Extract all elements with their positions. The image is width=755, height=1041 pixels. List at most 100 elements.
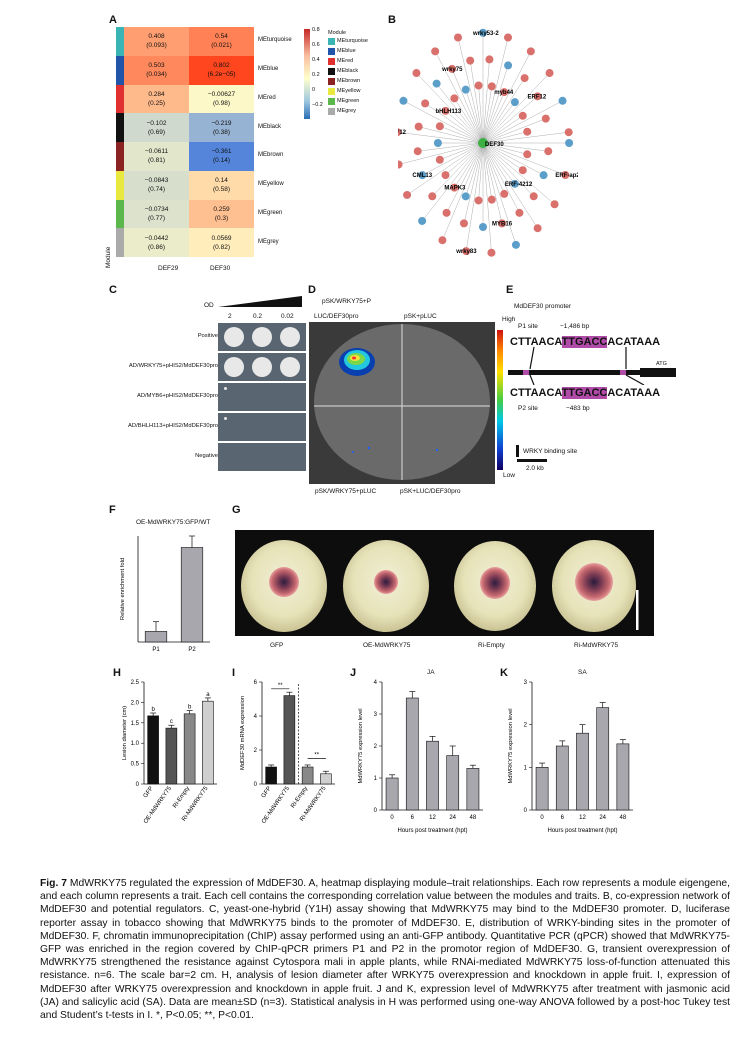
heatmap-cell: 0.0569(0.82) xyxy=(189,228,254,257)
module-color-swatch xyxy=(116,170,124,200)
bar xyxy=(555,745,569,811)
heatmap-cell-pvalue: (0.25) xyxy=(148,99,165,107)
legend-label: MEblack xyxy=(337,68,359,74)
luminescence-scale xyxy=(497,330,503,470)
network-node xyxy=(432,79,441,88)
y-tick-label: 0 xyxy=(254,782,258,788)
x-tick-label: 48 xyxy=(620,815,627,821)
panel-letter-i: I xyxy=(232,667,236,679)
od-value-2: 0.2 xyxy=(253,313,263,320)
y-tick-label: 3 xyxy=(374,712,378,718)
y1h-plate xyxy=(218,323,306,351)
network-node xyxy=(454,33,463,42)
network-node xyxy=(526,47,535,56)
y-tick-label: 0 xyxy=(136,782,140,788)
legend-title: Module xyxy=(328,30,347,36)
yeast-colony xyxy=(252,357,272,377)
network-node xyxy=(414,122,423,131)
panel-letter-k: K xyxy=(500,667,508,679)
network-node xyxy=(545,69,554,78)
heatmap-cell: −0.219(0.38) xyxy=(189,113,254,142)
legend-label: MEgrey xyxy=(337,108,356,114)
bar xyxy=(576,732,589,811)
heatmap-cell: −0.0843(0.74) xyxy=(124,170,189,200)
network-node xyxy=(413,147,422,156)
g-label-ri-empty: Ri-Empty xyxy=(478,642,505,649)
network-node xyxy=(487,195,496,204)
color-scale-tick: 0.4 xyxy=(312,57,320,63)
network-node xyxy=(558,96,567,105)
apple-photo xyxy=(235,530,654,636)
heatmap-cell-value: 0.0569 xyxy=(211,234,232,242)
network-node xyxy=(412,69,421,78)
network-node xyxy=(485,55,494,64)
network-node xyxy=(398,128,402,137)
bar xyxy=(301,766,314,785)
network-node xyxy=(487,248,496,257)
heatmap-cell: 0.14(0.58) xyxy=(189,170,254,200)
legend-label: MEgreen xyxy=(337,98,360,104)
bar xyxy=(596,707,610,811)
y-tick-label: 1 xyxy=(524,765,528,771)
heatmap-cell-pvalue: (0.86) xyxy=(148,243,165,251)
x-tick-label: Ri-Empty xyxy=(172,786,191,810)
p2-position: −483 bp xyxy=(566,405,590,412)
yeast-colony xyxy=(224,417,227,420)
heatmap-cell-pvalue: (0.77) xyxy=(148,214,165,222)
x-tick-label: 48 xyxy=(470,815,477,821)
network-node xyxy=(510,179,519,188)
x-tick-label: P1 xyxy=(152,647,160,653)
color-scale-tick: 0.8 xyxy=(312,27,320,33)
network-node xyxy=(399,96,408,105)
significance-mark: ** xyxy=(314,753,319,759)
legend-label: MEblue xyxy=(337,48,356,54)
yeast-colony xyxy=(224,387,227,390)
x-tick-label: GFP xyxy=(143,786,155,800)
heatmap-cell-value: 0.408 xyxy=(148,33,165,41)
heatmap-cell: −0.361(0.14) xyxy=(189,142,254,171)
yeast-colony xyxy=(280,357,300,377)
y-tick-label: 0 xyxy=(374,808,378,814)
x-tick-label: 12 xyxy=(429,815,436,821)
network-node xyxy=(448,64,457,73)
network-node xyxy=(418,216,427,225)
luciferase-image xyxy=(309,322,495,484)
network-node xyxy=(533,92,542,101)
network-node xyxy=(561,171,570,180)
x-tick-label: 24 xyxy=(599,815,606,821)
heatmap-row-label: MEgreen xyxy=(258,209,283,216)
network-node-label: wrky83 xyxy=(455,249,477,255)
y-tick-label: 2.5 xyxy=(131,680,140,686)
x-tick-label: 12 xyxy=(579,815,586,821)
network-node xyxy=(515,208,524,217)
heatmap-cell-value: −0.102 xyxy=(146,119,167,127)
network-node xyxy=(539,171,548,180)
bar xyxy=(183,713,196,785)
promoter-title: MdDEF30 promoter xyxy=(514,303,572,310)
heatmap-cell: 0.408(0.093) xyxy=(124,27,189,56)
heatmap-cell: 0.54(0.021) xyxy=(189,27,254,56)
heatmap-cell-pvalue: (0.14) xyxy=(213,157,230,165)
network-node-label: wrky75 xyxy=(441,67,463,73)
y-axis-label: MdWRKY75 expression level xyxy=(508,708,514,783)
y1h-row-label: Negative xyxy=(195,453,218,459)
y-tick-label: 1 xyxy=(374,776,378,782)
heatmap-cell-pvalue: (0.093) xyxy=(146,42,167,50)
heatmap-cell-pvalue: (0.021) xyxy=(211,42,232,50)
color-scale-tick: 0 xyxy=(312,87,316,93)
bar xyxy=(446,755,460,811)
y-axis-label: Lesion diameter (cm) xyxy=(122,706,128,761)
module-color-swatch xyxy=(116,27,124,56)
x-axis-label: Hours post treatment (hpt) xyxy=(397,828,467,834)
bar xyxy=(466,768,480,811)
heatmap-cell-value: 0.802 xyxy=(213,62,230,70)
heatmap-cell-value: −0.0843 xyxy=(144,177,169,185)
legend-swatch xyxy=(328,68,335,75)
heatmap-cell-pvalue: (0.3) xyxy=(214,214,229,222)
p1-site-label: P1 site xyxy=(518,323,538,330)
network-node xyxy=(435,155,444,164)
heatmap-cell-pvalue: (0.034) xyxy=(146,71,167,79)
panel-letter-c: C xyxy=(109,284,117,296)
yeast-colony xyxy=(252,327,272,347)
